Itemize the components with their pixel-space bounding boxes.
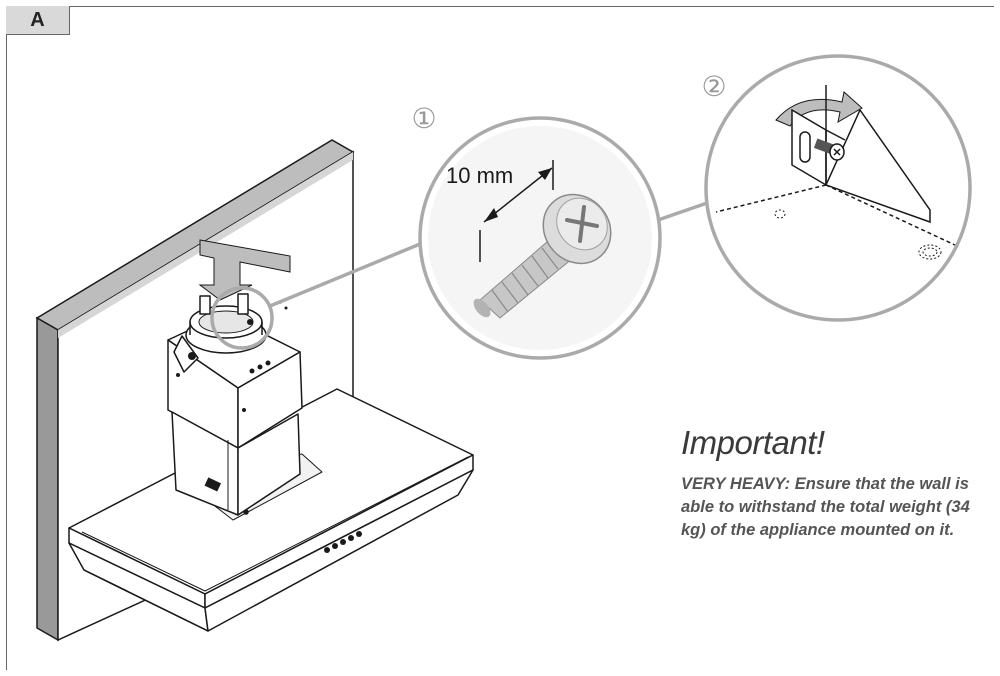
bracket-detail — [704, 54, 972, 322]
screw-length-label: 10 mm — [446, 163, 513, 188]
step-1-label: ① — [411, 103, 436, 134]
chimney — [167, 293, 303, 516]
callout-connector — [210, 200, 711, 350]
important-heading: Important! — [681, 424, 825, 461]
section-label: A — [6, 6, 70, 35]
control-buttons — [324, 531, 362, 553]
weight-warning-text: VERY HEAVY: Ensure that the wall is able… — [681, 475, 970, 539]
screw-detail: 10 mm — [418, 116, 662, 360]
down-arrow-icon — [198, 239, 291, 301]
page-frame — [6, 6, 994, 670]
step-2-label: ② — [701, 71, 726, 102]
